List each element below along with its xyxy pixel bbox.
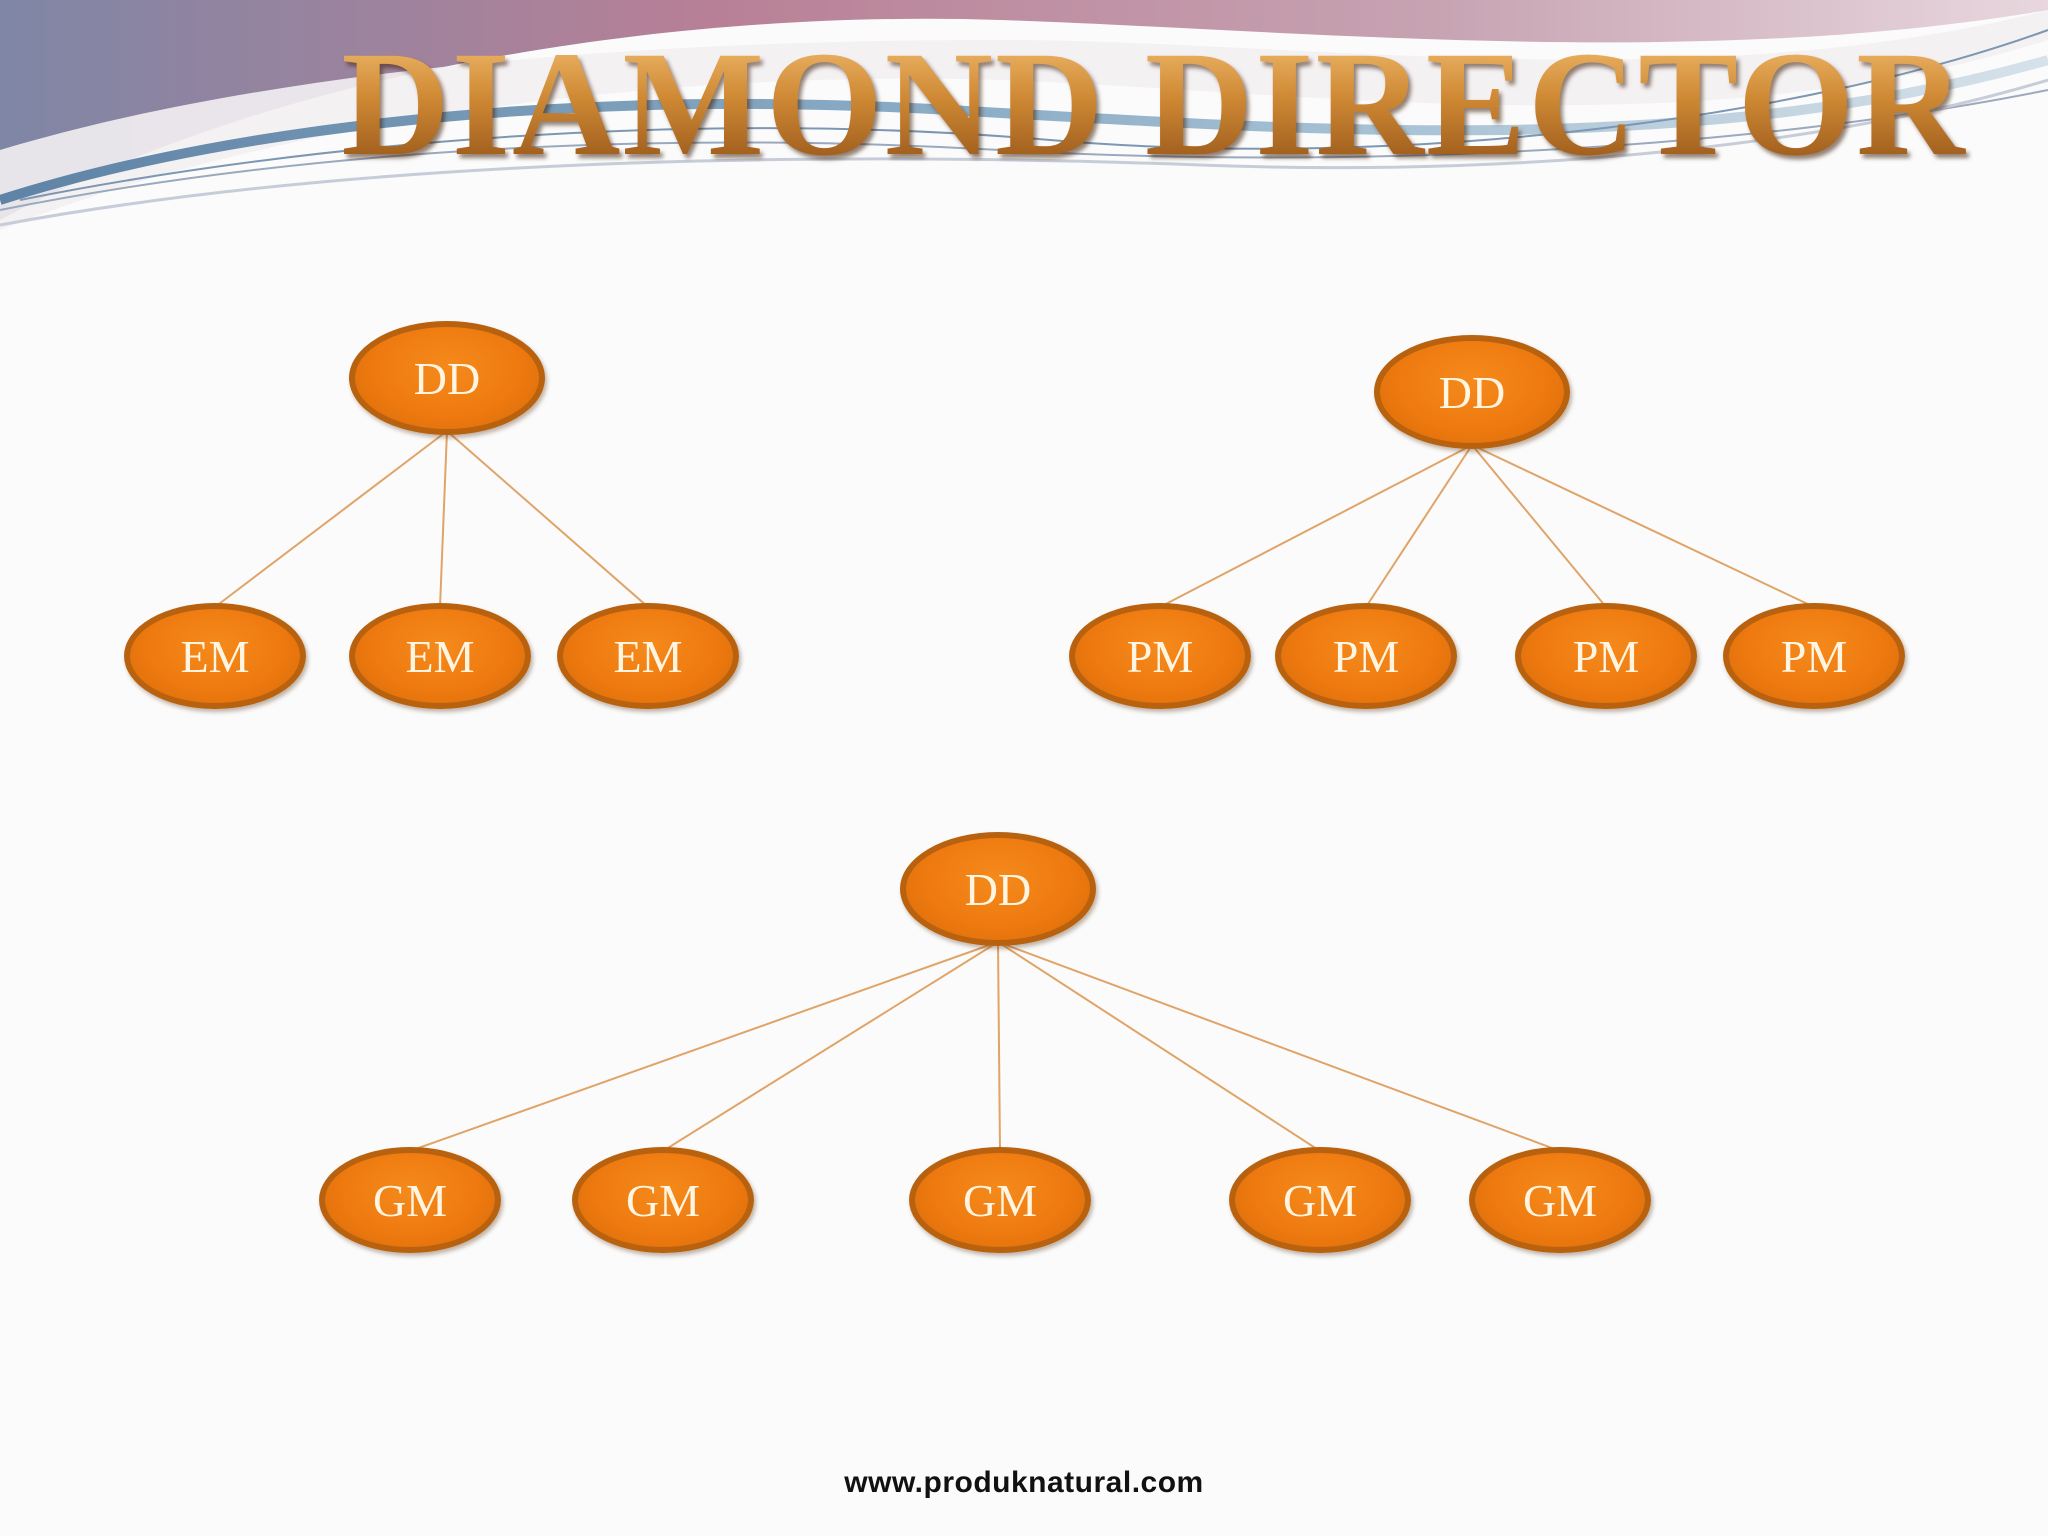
tree-gm-root-node-label: DD: [964, 863, 1032, 915]
tree-pm-connector-1: [1159, 444, 1473, 608]
tree-pm-child-node-4: PM: [1723, 603, 1905, 709]
tree-pm-root-node: DD: [1374, 335, 1570, 449]
tree-em-child-node-2: EM: [349, 603, 531, 709]
footer-website: www.produknatural.com: [844, 1466, 1204, 1499]
tree-pm-root-node-label: DD: [1438, 366, 1506, 418]
tree-gm-child-node-4: GM: [1229, 1147, 1411, 1253]
tree-pm-child-node-2-label: PM: [1332, 630, 1400, 682]
tree-gm-child-node-5-label: GM: [1522, 1174, 1598, 1226]
tree-pm-connector-3: [1471, 444, 1607, 608]
tree-pm-child-node-1-label: PM: [1126, 630, 1194, 682]
tree-gm-child-node-5: GM: [1469, 1147, 1651, 1253]
tree-gm-child-node-4-label: GM: [1282, 1174, 1358, 1226]
tree-gm-connector-1: [409, 941, 999, 1152]
tree-em-connector-1: [214, 430, 448, 608]
slide-title: DIAMOND DIRECTOR: [0, 22, 2048, 187]
tree-pm-child-node-3-label: PM: [1572, 630, 1640, 682]
tree-em-child-node-1-label: EM: [180, 630, 250, 682]
tree-em-connector-3: [446, 430, 649, 608]
tree-em-root-node: DD: [349, 321, 545, 435]
tree-pm-connector-4: [1471, 444, 1815, 608]
tree-em-child-node-3: EM: [557, 603, 739, 709]
tree-em-child-node-1: EM: [124, 603, 306, 709]
tree-em-child-node-2-label: EM: [405, 630, 475, 682]
tree-gm-connector-2: [662, 941, 999, 1152]
tree-gm-child-node-1-label: GM: [372, 1174, 448, 1226]
tree-gm-child-node-3-label: GM: [962, 1174, 1038, 1226]
tree-pm-child-node-4-label: PM: [1780, 630, 1848, 682]
tree-pm-child-node-2: PM: [1275, 603, 1457, 709]
tree-gm-root-node: DD: [900, 832, 1096, 946]
tree-em-root-node-label: DD: [413, 352, 481, 404]
tree-gm-child-node-3: GM: [909, 1147, 1091, 1253]
tree-em-connector-2: [439, 430, 448, 608]
tree-gm-connector-3: [997, 941, 1001, 1152]
tree-gm-connector-5: [997, 941, 1561, 1152]
tree-gm-child-node-1: GM: [319, 1147, 501, 1253]
tree-gm-child-node-2: GM: [572, 1147, 754, 1253]
tree-gm-connector-4: [997, 941, 1321, 1152]
tree-gm-child-node-2-label: GM: [625, 1174, 701, 1226]
tree-pm-child-node-1: PM: [1069, 603, 1251, 709]
tree-em-child-node-3-label: EM: [613, 630, 683, 682]
tree-pm-connector-2: [1365, 444, 1473, 608]
tree-pm-child-node-3: PM: [1515, 603, 1697, 709]
